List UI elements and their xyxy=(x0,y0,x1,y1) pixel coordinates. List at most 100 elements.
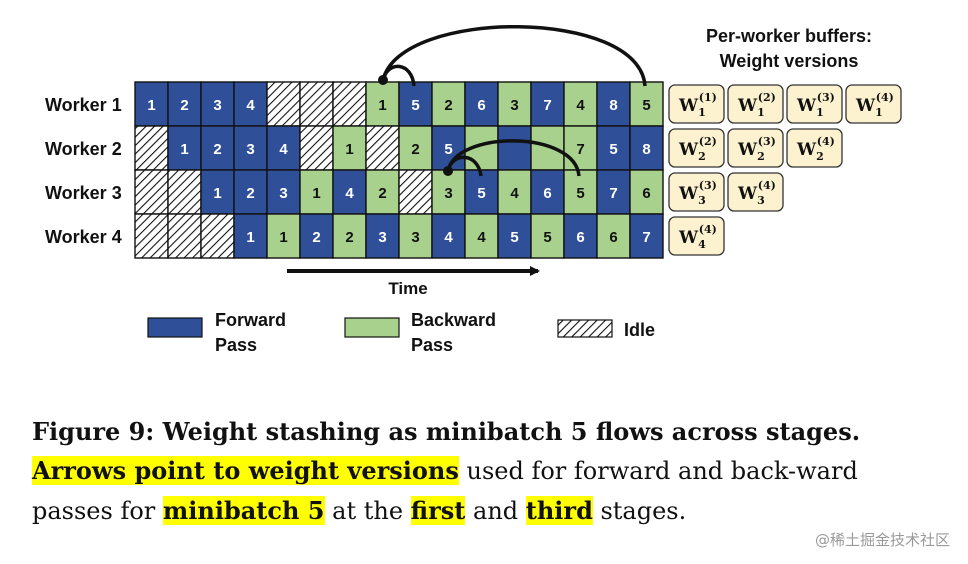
cell-minibatch-label: 5 xyxy=(609,141,617,158)
forward-cell xyxy=(596,169,631,215)
forward-cell xyxy=(530,81,565,127)
idle-cell xyxy=(299,125,334,171)
worker-label-1: Worker 1 xyxy=(45,95,122,115)
cell-minibatch-label: 5 xyxy=(444,141,452,158)
cell-minibatch-label: 3 xyxy=(246,141,254,158)
cell-minibatch-label: 1 xyxy=(279,229,287,246)
watermark: @稀土掘金技术社区 xyxy=(814,531,950,549)
cell-minibatch-label: 5 xyxy=(642,97,650,114)
cell-minibatch-label: 6 xyxy=(609,229,617,246)
weight-buffer xyxy=(668,172,725,212)
cell-minibatch-label: 2 xyxy=(213,141,221,158)
idle-cell xyxy=(299,81,334,127)
backward-cell xyxy=(398,125,433,171)
legend-backward-line2: Pass xyxy=(411,335,453,355)
backward-cell xyxy=(332,213,367,259)
cell-minibatch-label: 1 xyxy=(180,141,188,158)
weight-version-label: W1(2) xyxy=(737,91,776,119)
legend-forward-line1: Forward xyxy=(215,310,286,330)
weight-buffer xyxy=(668,84,725,124)
cell-minibatch-label: 2 xyxy=(378,185,386,202)
weight-buffer xyxy=(786,128,843,168)
cell-minibatch-label: 4 xyxy=(510,185,519,202)
arrow-worker1-large xyxy=(381,25,647,87)
caption-highlight-minibatch: minibatch 5 xyxy=(162,496,325,525)
buffers-title-line2: Weight versions xyxy=(720,51,859,71)
backward-cell xyxy=(530,125,565,171)
weight-version-label: W2(3) xyxy=(737,135,776,163)
weight-buffer xyxy=(727,172,784,212)
cell-minibatch-label: 2 xyxy=(411,141,419,158)
worker-label-4: Worker 4 xyxy=(45,227,122,247)
forward-cell xyxy=(398,81,433,127)
cell-minibatch-label: 2 xyxy=(345,229,353,246)
weight-buffer xyxy=(668,216,725,256)
legend: Forward Pass Backward Pass Idle xyxy=(147,310,655,355)
cell-minibatch-label: 6 xyxy=(576,229,584,246)
cell-minibatch-label: 8 xyxy=(642,141,650,158)
cell-minibatch-label: 2 xyxy=(312,229,320,246)
idle-cell xyxy=(365,125,400,171)
idle-cell xyxy=(398,169,433,215)
cell-minibatch-label: 4 xyxy=(576,97,585,114)
backward-cell xyxy=(530,213,565,259)
time-label: Time xyxy=(388,279,427,298)
cell-minibatch-label: 4 xyxy=(477,229,486,246)
cell-minibatch-label: 5 xyxy=(411,97,419,114)
weight-buffer xyxy=(786,84,843,124)
cell-minibatch-label: 1 xyxy=(213,185,221,202)
caption-highlight-arrows: Arrows point to weight versions xyxy=(32,456,459,485)
worker-labels: Worker 1 Worker 2 Worker 3 Worker 4 xyxy=(45,95,122,247)
forward-cell xyxy=(629,213,664,259)
idle-cell xyxy=(134,125,169,171)
weight-version-label: W1(4) xyxy=(855,91,894,119)
cell-minibatch-label: 5 xyxy=(543,229,551,246)
backward-cell xyxy=(596,213,631,259)
backward-cell xyxy=(497,169,532,215)
cell-minibatch-label: 3 xyxy=(279,185,287,202)
forward-cell xyxy=(497,125,532,171)
caption-part4: and xyxy=(465,497,526,525)
weight-buffer xyxy=(727,84,784,124)
worker-label-3: Worker 3 xyxy=(45,183,122,203)
weight-buffer xyxy=(668,128,725,168)
legend-forward-line2: Pass xyxy=(215,335,257,355)
buffers-title-line1: Per-worker buffers: xyxy=(706,26,872,46)
weight-version-label: W3(4) xyxy=(737,179,776,207)
forward-cell xyxy=(431,125,466,171)
backward-cell xyxy=(398,213,433,259)
backward-cell xyxy=(365,169,400,215)
arrow-worker3-small xyxy=(446,155,483,177)
cell-minibatch-label: 7 xyxy=(576,141,584,158)
cell-minibatch-label: 8 xyxy=(609,97,617,114)
idle-cell xyxy=(167,169,202,215)
weight-version-buffers: W1(1)W1(2)W1(3)W1(4)W2(2)W2(3)W2(4)W3(3)… xyxy=(668,84,902,256)
backward-cell xyxy=(464,213,499,259)
weight-version-label: W1(1) xyxy=(678,91,717,119)
forward-cell xyxy=(530,169,565,215)
weight-version-label: W1(3) xyxy=(796,91,835,119)
cell-minibatch-label: 2 xyxy=(246,185,254,202)
cell-minibatch-label: 2 xyxy=(180,97,188,114)
backward-cell xyxy=(629,81,664,127)
forward-cell xyxy=(299,213,334,259)
backward-cell xyxy=(629,169,664,215)
cell-minibatch-label: 7 xyxy=(642,229,650,246)
cell-minibatch-label: 4 xyxy=(345,185,354,202)
legend-backward-swatch xyxy=(344,317,400,338)
cell-minibatch-label: 7 xyxy=(543,97,551,114)
legend-forward-swatch xyxy=(147,317,203,338)
cell-minibatch-label: 3 xyxy=(213,97,221,114)
weight-version-label: W3(3) xyxy=(678,179,717,207)
figure-caption: Figure 9: Weight stashing as minibatch 5… xyxy=(32,412,932,531)
forward-cell xyxy=(233,213,268,259)
cell-minibatch-label: 6 xyxy=(477,97,485,114)
caption-highlight-first: first xyxy=(410,496,466,525)
idle-cell xyxy=(134,169,169,215)
worker-label-2: Worker 2 xyxy=(45,139,122,159)
backward-cell xyxy=(563,81,598,127)
weight-version-label: W2(4) xyxy=(796,135,835,163)
cell-minibatch-label: 1 xyxy=(246,229,254,246)
backward-cell xyxy=(365,81,400,127)
caption-part1: Figure 9: Weight stashing as minibatch 5… xyxy=(32,417,861,446)
